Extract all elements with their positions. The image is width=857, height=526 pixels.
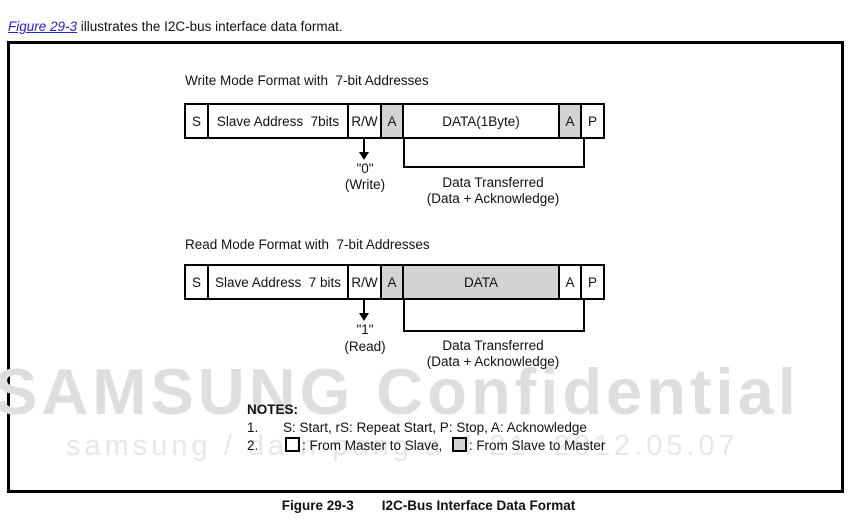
read-bit-value: "1" bbox=[356, 322, 374, 337]
write-cell-ack2: A bbox=[558, 103, 582, 139]
read-cell-stop: P bbox=[580, 264, 605, 300]
master-to-slave-square-icon bbox=[285, 437, 300, 452]
write-cell-address: Slave Address 7bits bbox=[207, 103, 349, 139]
read-bit-label: (Read) bbox=[344, 339, 386, 354]
write-cell-stop: P bbox=[580, 103, 605, 139]
write-cell-data: DATA(1Byte) bbox=[402, 103, 560, 139]
read-mode-title: Read Mode Format with 7-bit Addresses bbox=[185, 237, 430, 252]
note-item-1: 1. S: Start, rS: Repeat Start, P: Stop, … bbox=[247, 420, 605, 435]
notes-block: NOTES: 1. S: Start, rS: Repeat Start, P:… bbox=[247, 402, 605, 453]
read-cell-rw: R/W bbox=[347, 264, 382, 300]
note-1-number: 1. bbox=[247, 420, 259, 435]
write-transfer-label-1: Data Transferred bbox=[442, 175, 544, 190]
write-transfer-label-2: (Data + Acknowledge) bbox=[426, 191, 560, 206]
slave-to-master-square-icon bbox=[451, 437, 467, 452]
read-cell-ack2: A bbox=[558, 264, 582, 300]
figure-caption: Figure 29-3 I2C-Bus Interface Data Format bbox=[0, 498, 857, 513]
read-cell-start: S bbox=[184, 264, 209, 300]
write-bit-label: (Write) bbox=[344, 177, 386, 192]
note-2-number: 2. bbox=[247, 438, 259, 453]
note-2-master-label: : From Master to Slave, bbox=[302, 438, 443, 453]
write-arrow-line bbox=[363, 139, 365, 152]
note-2-text: : From Master to Slave, : From Slave to … bbox=[283, 437, 605, 453]
read-cell-address: Slave Address 7 bits bbox=[207, 264, 349, 300]
figure-caption-title: I2C-Bus Interface Data Format bbox=[381, 498, 576, 513]
figure-29-3-link[interactable]: Figure 29-3 bbox=[8, 18, 78, 34]
write-cell-ack1: A bbox=[380, 103, 404, 139]
write-arrow-head-icon bbox=[359, 152, 369, 160]
note-2-slave-label: : From Slave to Master bbox=[468, 438, 606, 453]
read-transfer-label-1: Data Transferred bbox=[442, 338, 544, 353]
read-arrow-line bbox=[363, 300, 365, 313]
confidential-watermark: SAMSUNG Confidential bbox=[0, 355, 800, 428]
read-cell-ack1: A bbox=[380, 264, 404, 300]
read-data-bracket bbox=[403, 300, 585, 332]
write-cell-start: S bbox=[184, 103, 209, 139]
read-transfer-label-2: (Data + Acknowledge) bbox=[426, 354, 560, 369]
note-item-2: 2. : From Master to Slave, : From Slave … bbox=[247, 437, 605, 453]
write-bit-value: "0" bbox=[356, 161, 374, 176]
write-cell-rw: R/W bbox=[347, 103, 382, 139]
intro-sentence: Figure 29-3 illustrates the I2C-bus inte… bbox=[8, 19, 343, 34]
notes-heading: NOTES: bbox=[247, 402, 299, 417]
write-data-bracket bbox=[403, 139, 585, 168]
write-format-row: S Slave Address 7bits R/W A DATA(1Byte) … bbox=[184, 103, 605, 139]
note-1-text: S: Start, rS: Repeat Start, P: Stop, A: … bbox=[283, 420, 587, 435]
write-mode-title: Write Mode Format with 7-bit Addresses bbox=[185, 73, 429, 88]
read-cell-data: DATA bbox=[402, 264, 560, 300]
figure-caption-number: Figure 29-3 bbox=[281, 498, 354, 513]
intro-text: illustrates the I2C-bus interface data f… bbox=[77, 18, 343, 34]
read-format-row: S Slave Address 7 bits R/W A DATA A P bbox=[184, 264, 605, 300]
watermark-user-date: samsung / da n pang a 4 21 2012.05.07 bbox=[66, 430, 739, 462]
read-arrow-head-icon bbox=[359, 313, 369, 321]
figure-frame: SAMSUNG Confidential samsung / da n pang… bbox=[0, 41, 844, 493]
